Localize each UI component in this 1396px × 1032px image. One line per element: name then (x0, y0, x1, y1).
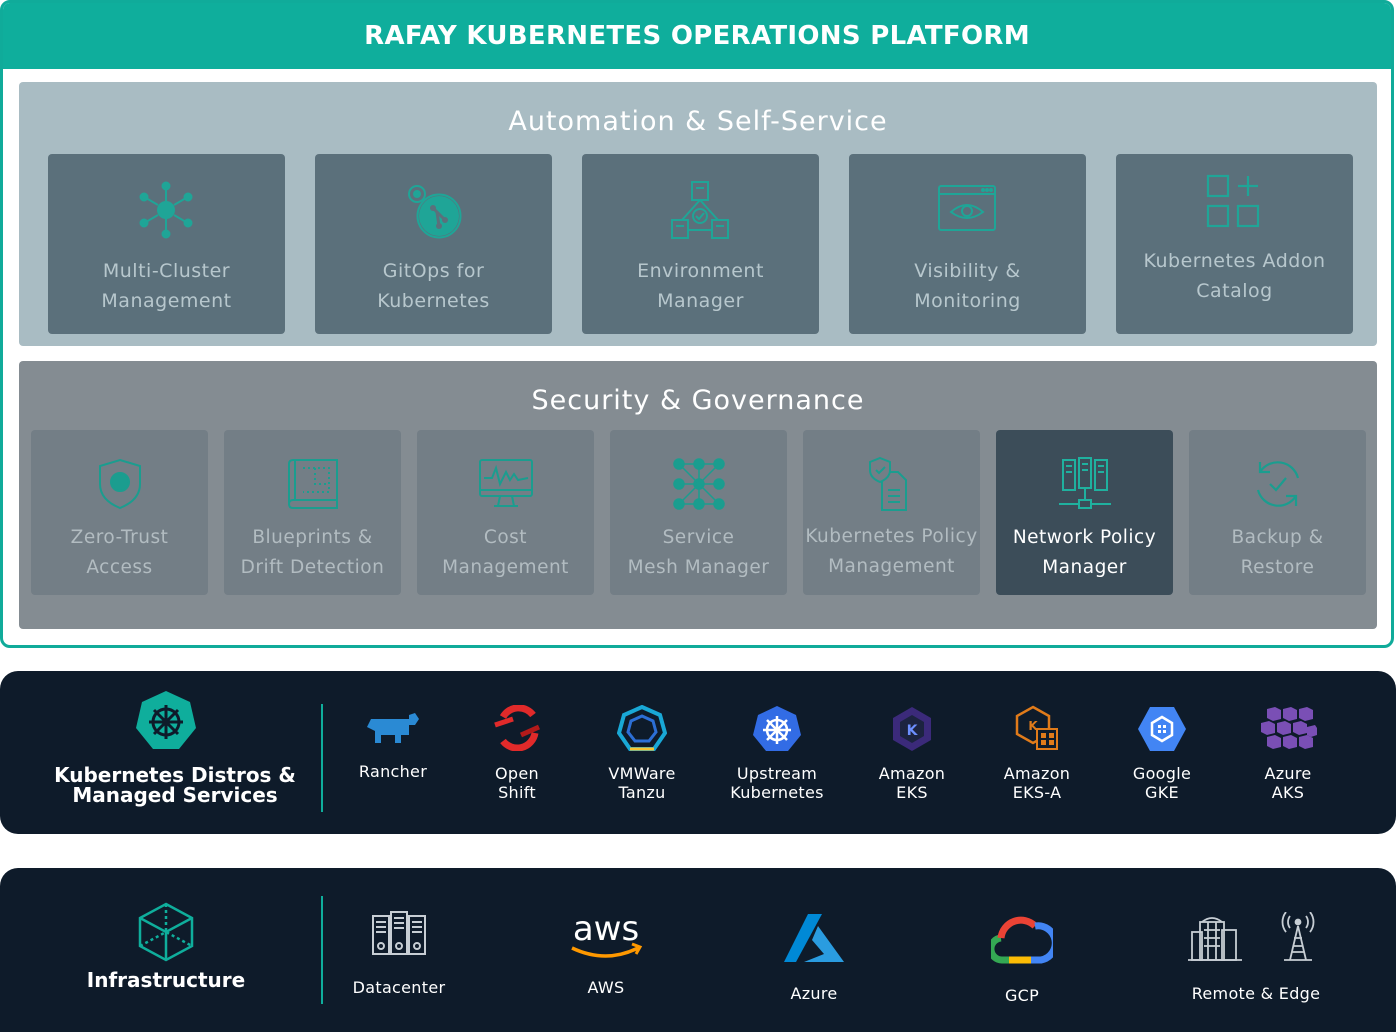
card-label: Visibility & Monitoring (914, 260, 1021, 312)
azure-icon (784, 914, 844, 962)
logo-google-gke: Google GKE (1097, 705, 1227, 802)
security-panel: Security & Governance Zero-Trust Access … (19, 361, 1377, 629)
shield-icon (99, 458, 141, 510)
card-label: Backup & Restore (1231, 527, 1324, 578)
logo-gcp: GCP (957, 914, 1087, 1005)
logo-label: Remote & Edge (1191, 984, 1321, 1003)
kubernetes-icon (136, 691, 196, 749)
logo-amazon-eks-a: K Amazon EKS-A (972, 705, 1102, 802)
logo-label: Azure (790, 984, 838, 1003)
logo-label: Amazon EKS (878, 764, 946, 802)
card-label: Cost Management (442, 527, 569, 578)
logo-openshift: Open Shift (452, 705, 582, 802)
mesh-icon (673, 458, 725, 510)
eks-a-icon: K (1015, 705, 1058, 750)
card-multi-cluster-management[interactable]: Multi-Cluster Management (48, 154, 285, 334)
divider (321, 704, 323, 812)
environment-icon (671, 181, 729, 239)
logo-azure-aks: Azure AKS (1223, 705, 1353, 802)
logo-label: Google GKE (1132, 764, 1192, 802)
automation-panel: Automation & Self-Service Multi-Cluster … (19, 82, 1377, 346)
card-zero-trust-access[interactable]: Zero-Trust Access (31, 430, 208, 595)
svg-text:K: K (1028, 719, 1038, 733)
card-label: Network Policy Manager (1012, 527, 1157, 578)
datacenter-icon (372, 911, 426, 955)
aks-icon (1261, 707, 1317, 749)
logo-label: AWS (587, 978, 625, 997)
card-network-policy-manager[interactable]: Network Policy Manager (996, 430, 1173, 595)
card-label: Multi-Cluster Management (101, 260, 232, 312)
openshift-icon (494, 705, 541, 751)
card-visibility-monitoring[interactable]: Visibility & Monitoring (849, 154, 1086, 334)
distros-title: Kubernetes Distros & Managed Services (54, 763, 296, 807)
logo-remote-edge: Remote & Edge (1176, 912, 1336, 1003)
card-environment-manager[interactable]: Environment Manager (582, 154, 819, 334)
monitor-chart-icon (479, 459, 533, 507)
rancher-icon (367, 713, 419, 743)
logo-label: GCP (1004, 986, 1040, 1005)
card-label: Service Mesh Manager (627, 527, 770, 578)
gitops-icon (408, 185, 462, 239)
network-servers-icon (1059, 457, 1111, 509)
blueprint-icon (288, 459, 338, 509)
logo-amazon-eks: K Amazon EKS (847, 705, 977, 802)
card-label: Kubernetes Addon Catalog (1143, 250, 1326, 302)
logo-vmware-tanzu: VMWare Tanzu (577, 705, 707, 802)
card-label: Environment Manager (637, 260, 764, 312)
card-blueprints-drift-detection[interactable]: Blueprints & Drift Detection (224, 430, 401, 595)
card-label: Zero-Trust Access (70, 527, 169, 578)
eks-icon: K (893, 707, 931, 751)
divider (321, 896, 323, 1004)
gke-icon (1138, 707, 1186, 751)
card-service-mesh-manager[interactable]: Service Mesh Manager (610, 430, 787, 595)
catalog-grid-icon (1206, 174, 1260, 228)
edge-icon (1188, 912, 1315, 961)
card-kubernetes-addon-catalog[interactable]: Kubernetes Addon Catalog (1116, 154, 1353, 334)
logo-label: Azure AKS (1264, 764, 1312, 802)
logo-rancher: Rancher (328, 711, 458, 781)
policy-doc-icon (869, 456, 907, 511)
logo-label: Open Shift (495, 764, 539, 802)
security-title: Security & Governance (531, 385, 865, 416)
automation-title: Automation & Self-Service (508, 106, 888, 137)
svg-text:aws: aws (573, 910, 639, 949)
logo-label: Amazon EKS-A (1003, 764, 1071, 802)
infrastructure-title: Infrastructure (86, 968, 246, 992)
logo-label: Datacenter (352, 978, 446, 997)
kubernetes-icon (753, 706, 801, 751)
card-gitops-for-kubernetes[interactable]: GitOps for Kubernetes (315, 154, 552, 334)
logo-datacenter: Datacenter (334, 910, 464, 997)
logo-label: Rancher (358, 762, 428, 781)
gcp-icon (991, 916, 1053, 964)
logo-azure: Azure (749, 912, 879, 1003)
card-cost-management[interactable]: Cost Management (417, 430, 594, 595)
platform-frame: RAFAY KUBERNETES OPERATIONS PLATFORM Aut… (0, 0, 1394, 648)
card-label: GitOps for Kubernetes (377, 260, 490, 312)
card-backup-restore[interactable]: Backup & Restore (1189, 430, 1366, 595)
logo-label: VMWare Tanzu (608, 764, 676, 802)
card-kubernetes-policy-management[interactable]: Kubernetes Policy Management (803, 430, 980, 595)
infrastructure-band: Infrastructure Datacenter aws AWS Azure (0, 868, 1396, 1032)
logo-label: Upstream Kubernetes (730, 764, 824, 802)
cube-icon (138, 902, 194, 962)
aws-icon: aws (571, 910, 643, 958)
card-label: Kubernetes Policy Management (805, 526, 978, 577)
backup-icon (1256, 461, 1300, 507)
network-icon (139, 181, 193, 239)
tanzu-icon (617, 705, 667, 751)
card-label: Blueprints & Drift Detection (240, 527, 385, 578)
svg-text:K: K (907, 723, 919, 739)
logo-upstream-kubernetes: Upstream Kubernetes (712, 705, 842, 802)
eye-window-icon (938, 185, 996, 231)
distros-band: Kubernetes Distros & Managed Services Ra… (0, 671, 1396, 834)
logo-aws: aws AWS (541, 910, 671, 997)
platform-title: RAFAY KUBERNETES OPERATIONS PLATFORM (3, 3, 1391, 69)
